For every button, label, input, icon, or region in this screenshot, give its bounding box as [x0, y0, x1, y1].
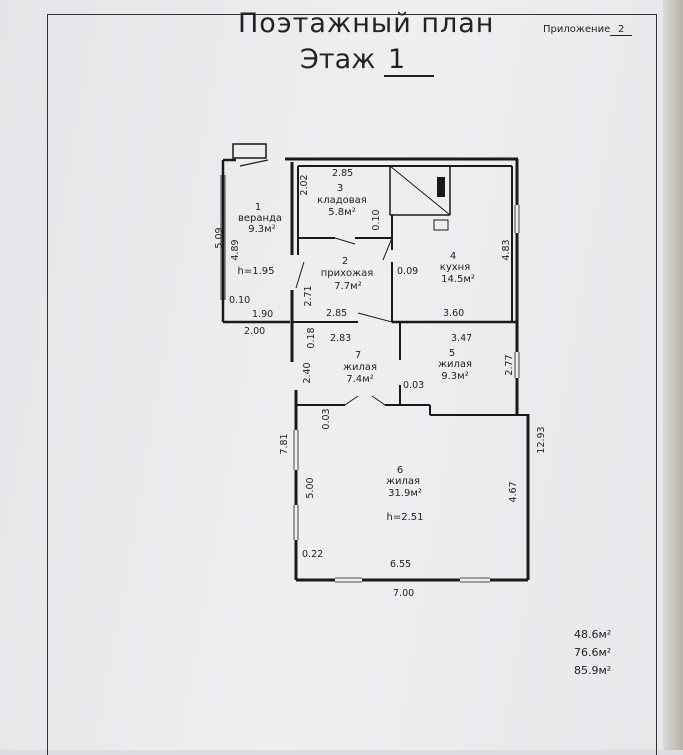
stacked-pages-edge	[663, 0, 683, 750]
room-6-name: жилая	[386, 476, 420, 487]
dim-label: 3.47	[451, 333, 472, 344]
total-area-full: 85.9м²	[574, 664, 612, 677]
dim-label: 0.10	[229, 295, 250, 306]
dim-label: 0.18	[306, 327, 317, 348]
room-1-number: 1	[255, 202, 261, 213]
dim-label: 0.09	[397, 266, 418, 277]
room-labels: 1 веранда 9.3м² h=1.95 2 прихожая 7.7м² …	[238, 183, 475, 523]
room-4-number: 4	[450, 251, 456, 262]
room-3-number: 3	[337, 183, 343, 194]
drawing-frame	[47, 14, 657, 755]
floor-label: Этаж 1	[300, 44, 435, 77]
dim-label: 7.00	[393, 588, 414, 599]
dim-label: 0.22	[302, 549, 323, 560]
room-1-height: h=1.95	[238, 266, 275, 277]
dim-label: 3.60	[443, 308, 464, 319]
dim-label: 4.83	[501, 239, 512, 260]
dim-label: 0.10	[371, 209, 382, 230]
room-5-name: жилая	[438, 359, 472, 370]
dim-label: 2.85	[326, 308, 347, 319]
room-2-name: прихожая	[321, 268, 374, 279]
floor-label-text: Этаж	[300, 44, 376, 75]
dim-label: 0.03	[321, 408, 332, 429]
room-7-number: 7	[355, 350, 361, 361]
dim-label: 2.40	[302, 362, 313, 383]
room-2-number: 2	[342, 256, 348, 267]
room-3-area: 5.8м²	[328, 207, 355, 218]
room-4-name: кухня	[440, 262, 470, 273]
room-5-area: 9.3м²	[441, 371, 468, 382]
dim-label: 12.93	[536, 426, 547, 453]
dim-label: 1.90	[252, 309, 273, 320]
room-7-name: жилая	[343, 362, 377, 373]
dim-label: 2.02	[299, 174, 310, 195]
floor-number: 1	[384, 44, 435, 77]
area-totals: 48.6м² 76.6м² 85.9м²	[574, 626, 611, 680]
room-6-number: 6	[397, 465, 403, 476]
appendix-label-text: Приложение	[543, 24, 611, 35]
dim-label: 2.71	[303, 285, 314, 306]
room-5-number: 5	[449, 348, 455, 359]
dim-label: 4.67	[508, 481, 519, 502]
room-1-area: 9.3м²	[248, 224, 275, 235]
room-7-area: 7.4м²	[346, 374, 373, 385]
dim-label: 6.55	[390, 559, 411, 570]
dim-label: 7.81	[279, 433, 290, 454]
dim-label: 4.89	[230, 239, 241, 260]
dim-label: 5.09	[214, 227, 225, 248]
dimension-labels: 5.09 4.89 0.10 1.90 2.00 2.85 2.02 0.10 …	[214, 168, 547, 599]
room-4-area: 14.5м²	[441, 274, 475, 285]
room-1-name: веранда	[238, 213, 282, 224]
total-area-living: 48.6м²	[574, 628, 612, 641]
walls	[220, 143, 530, 583]
room-6-height: h=2.51	[387, 512, 424, 523]
room-2-area: 7.7м²	[334, 281, 361, 292]
room-6-area: 31.9м²	[388, 488, 422, 499]
dim-label: 5.00	[305, 477, 316, 498]
page-title: Поэтажный план	[238, 8, 495, 39]
appendix-number: 2	[610, 24, 633, 36]
dim-label: 2.83	[330, 333, 351, 344]
dim-label: 2.77	[504, 354, 515, 375]
dim-label: 0.03	[403, 380, 424, 391]
room-3-name: кладовая	[317, 195, 367, 206]
dim-label: 2.85	[332, 168, 353, 179]
total-area-general: 76.6м²	[574, 646, 612, 659]
dim-label: 2.00	[244, 326, 265, 337]
